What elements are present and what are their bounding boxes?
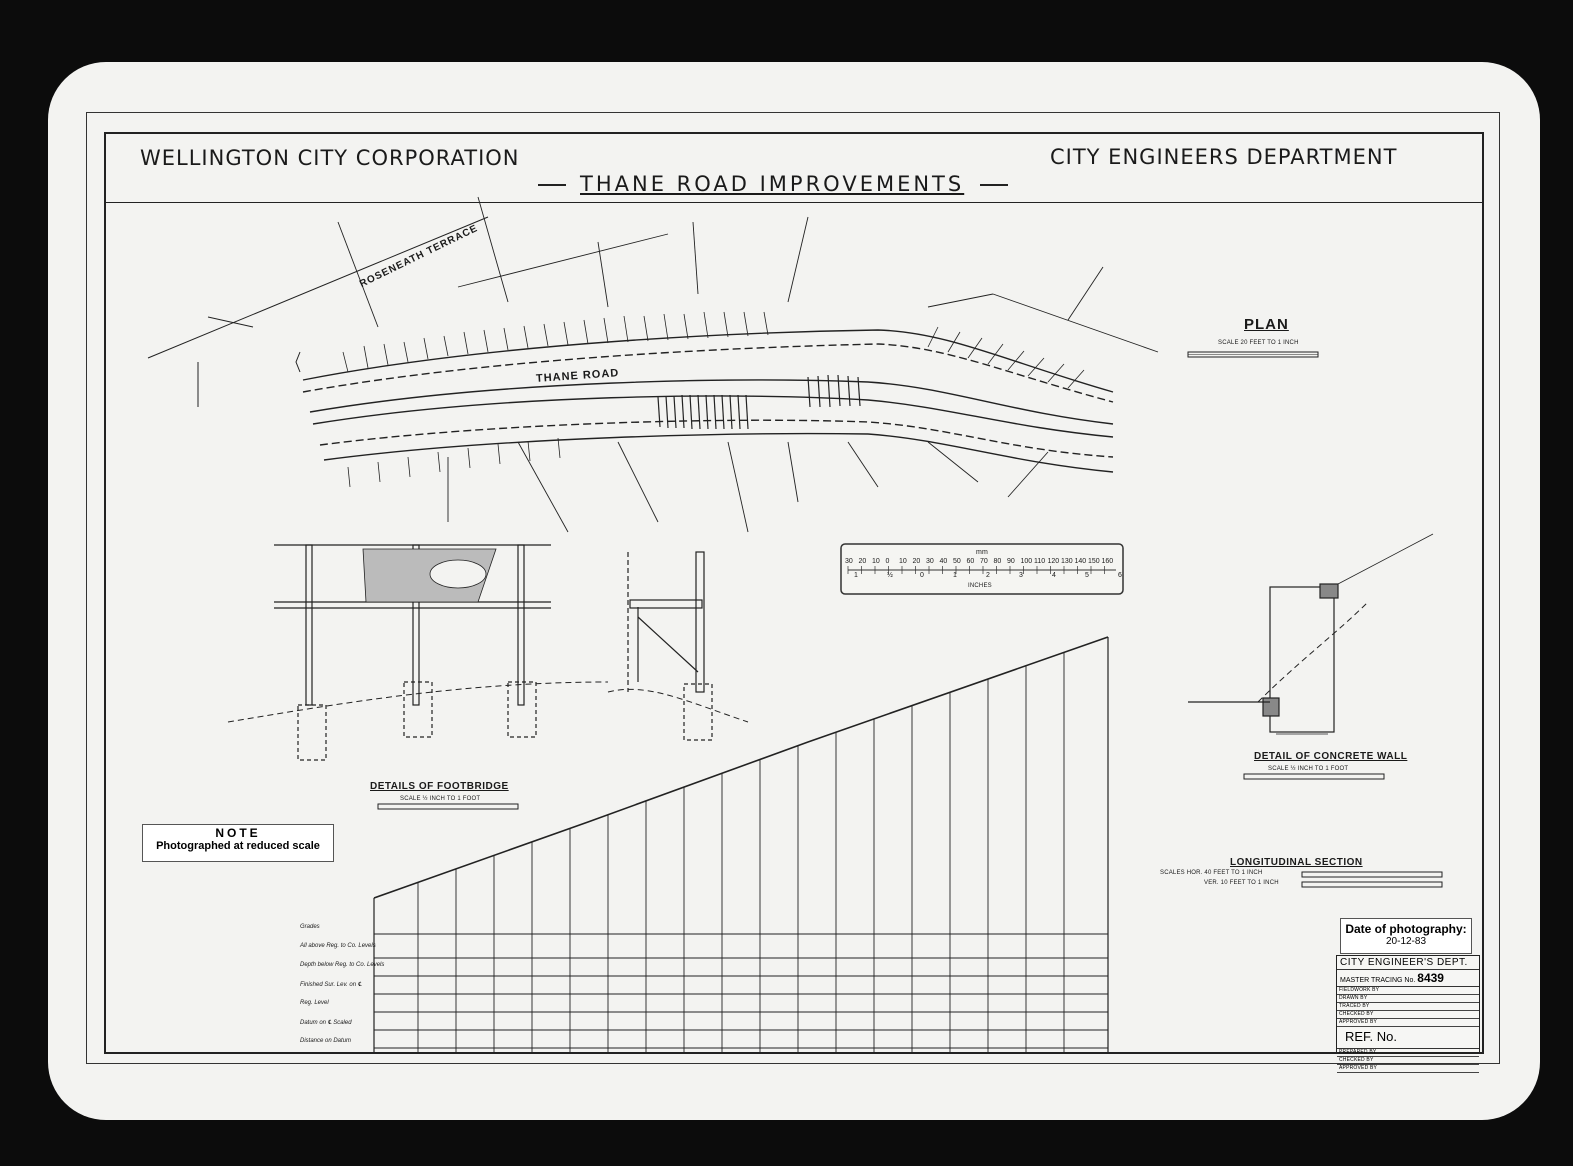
inner-border — [104, 132, 1484, 1054]
footbridge-drawing — [227, 544, 749, 761]
ruler-mm-tick-label: 130 — [1061, 558, 1073, 565]
ruler-mm-tick-label: 70 — [980, 558, 988, 565]
note-text: Photographed at reduced scale — [156, 840, 320, 852]
master-tracing-number: 8439 — [1417, 971, 1444, 985]
ruler-inch-tick-label: 1 — [953, 572, 957, 579]
ruler-mm-tick-label: 40 — [939, 558, 948, 565]
ruler-mm-tick-label: 100 — [1020, 558, 1033, 565]
ruler-mm-tick-label: 110 — [1034, 558, 1046, 565]
ruler-inch-tick-label: 0 — [920, 572, 924, 579]
drawing-title: THANE ROAD IMPROVEMENTS — [580, 172, 965, 196]
wall-scale: SCALE ½ INCH TO 1 FOOT — [1268, 766, 1349, 772]
outer-border — [86, 112, 1500, 1064]
ruler-inch-tick-label: 5 — [1085, 572, 1089, 579]
longitudinal-title: LONGITUDINAL SECTION — [1230, 857, 1363, 868]
section-row-label: Finished Sur. Lev. on ℄ — [300, 982, 362, 988]
section-row-label: Reg. Level — [300, 1000, 329, 1006]
photo-date-box: Date of photography: 20-12-83 — [1340, 918, 1472, 954]
title-rule — [104, 202, 1482, 203]
title-block-row: DRAWN BY — [1337, 995, 1479, 1003]
measuring-scale-bar — [840, 543, 1124, 595]
plan-scale-bar — [1187, 351, 1319, 358]
note-box: NOTE Photographed at reduced scale — [142, 824, 334, 862]
title-block-row: PREPARED BY — [1337, 1049, 1479, 1057]
ruler-inch-tick-label: 6 — [1118, 572, 1122, 579]
photo-date-value: 20-12-83 — [1385, 936, 1427, 947]
ruler-inch-tick-label: 1 — [854, 572, 858, 579]
ruler-mm-tick-label: 20 — [912, 558, 921, 565]
photo-date-label: Date of photography: — [1345, 922, 1467, 936]
title-block: CITY ENGINEER'S DEPT. MASTER TRACING No.… — [1336, 955, 1480, 1073]
title-block-row: TRACED BY — [1337, 1003, 1479, 1011]
ruler-inch-tick-label: ½ — [887, 572, 893, 579]
longitudinal-scale-hor: SCALES HOR. 40 FEET TO 1 INCH — [1160, 870, 1263, 876]
dept-name: CITY ENGINEERS DEPARTMENT — [1050, 145, 1398, 169]
ruler-mm-tick-label: 30 — [926, 558, 934, 565]
ruler-mm-tick-label: 30 — [845, 558, 853, 565]
ruler-inch-tick-label: 2 — [986, 572, 990, 579]
ruler-inch-label: INCHES — [968, 583, 992, 589]
section-row-label: Depth below Reg. to Co. Levels — [300, 962, 385, 968]
ruler-mm-tick-label: 150 — [1088, 558, 1100, 565]
ruler-mm-tick-label: 120 — [1047, 558, 1060, 565]
ruler-mm-tick-label: 80 — [993, 558, 1002, 565]
longitudinal-scale-ver: VER. 10 FEET TO 1 INCH — [1204, 880, 1279, 886]
section-row-label: All above Reg. to Co. Levels — [300, 943, 376, 949]
ruler-mm-tick-label: 0 — [885, 558, 890, 565]
title-block-row: CHECKED BY — [1337, 1011, 1479, 1019]
title-block-row: APPROVED BY — [1337, 1065, 1479, 1073]
org-name: WELLINGTON CITY CORPORATION — [140, 146, 520, 170]
ruler-mm-tick-label: 60 — [966, 558, 975, 565]
title-block-row: CHECKED BY — [1337, 1057, 1479, 1065]
footbridge-scale: SCALE ½ INCH TO 1 FOOT — [400, 796, 481, 802]
plan-title: PLAN — [1244, 316, 1289, 333]
section-row-label: Datum on ℄ Scaled — [300, 1020, 352, 1026]
plan-road-drawing — [147, 196, 1159, 533]
wall-title: DETAIL OF CONCRETE WALL — [1254, 751, 1408, 762]
footbridge-title: DETAILS OF FOOTBRIDGE — [370, 781, 509, 792]
plan-scale: SCALE 20 FEET TO 1 INCH — [1218, 340, 1299, 346]
master-tracing-label: MASTER TRACING No. — [1340, 977, 1416, 984]
ruler-mm-label: mm — [976, 549, 989, 556]
ruler-mm-tick-label: 140 — [1074, 558, 1087, 565]
ruler-mm-tick-label: 90 — [1007, 558, 1015, 565]
note-heading: NOTE — [215, 826, 261, 840]
drawing-sheet: WELLINGTON CITY CORPORATION CITY ENGINEE… — [48, 62, 1540, 1120]
ruler-mm-tick-label: 10 — [872, 558, 880, 565]
title-block-row: FIELDWORK BY — [1337, 987, 1479, 995]
drawing-linework — [147, 184, 1443, 1052]
longitudinal-section-drawing — [373, 636, 1109, 1052]
ruler-mm-tick-label: 20 — [858, 558, 867, 565]
ruler-mm-tick-label: 10 — [899, 558, 907, 565]
concrete-wall-drawing — [1188, 533, 1434, 735]
master-tracing: MASTER TRACING No. 8439 — [1337, 970, 1479, 987]
ruler-mm-tick-label: 160 — [1101, 558, 1114, 565]
section-row-label: Distance on Datum — [300, 1038, 352, 1044]
ruler-inch-tick-label: 4 — [1052, 572, 1056, 579]
ruler-inch-tick-label: 3 — [1019, 572, 1023, 579]
title-block-dept: CITY ENGINEER'S DEPT. — [1337, 956, 1479, 970]
ref-number: REF. No. — [1337, 1027, 1479, 1049]
title-block-row: APPROVED BY — [1337, 1019, 1479, 1027]
section-row-label: Grades — [300, 924, 320, 930]
ruler-mm-tick-label: 50 — [953, 558, 961, 565]
